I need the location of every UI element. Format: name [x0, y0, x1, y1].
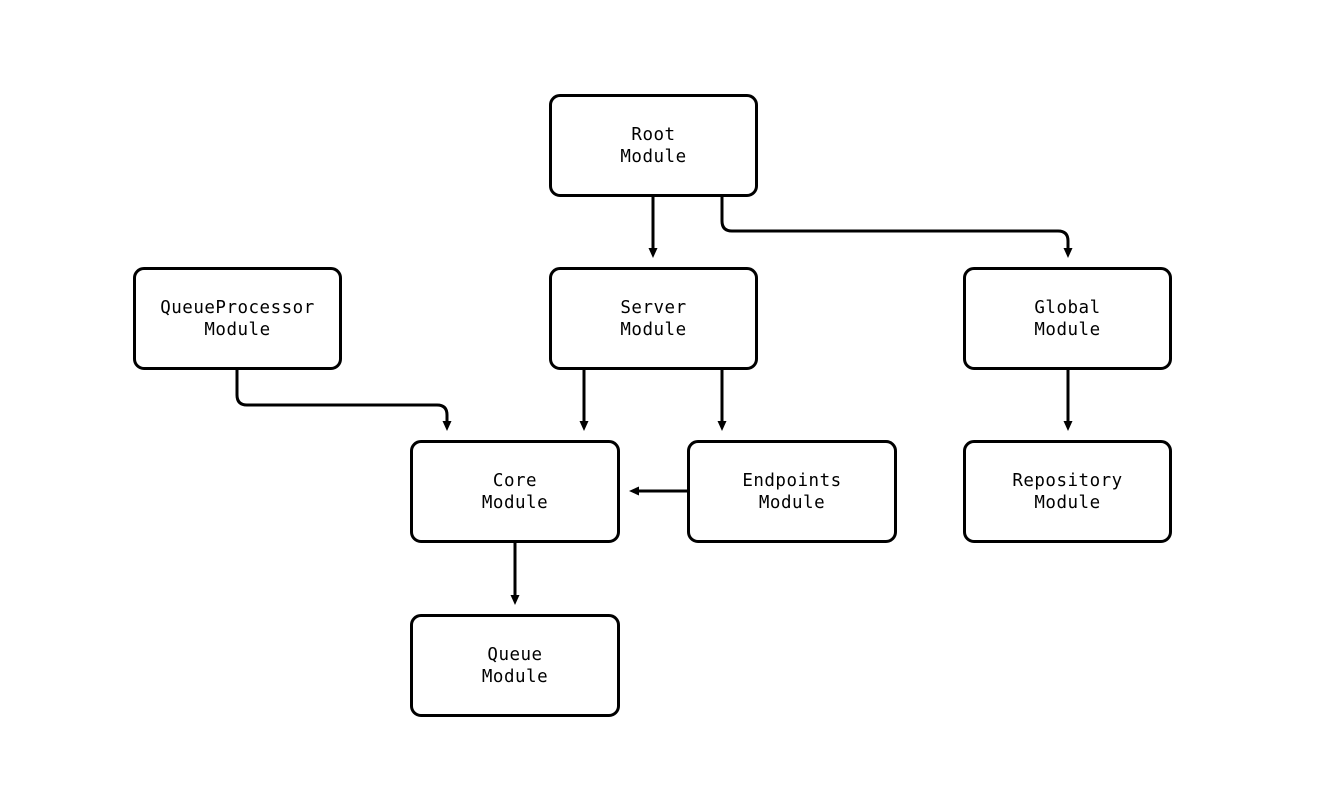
node-queue-module-line1: Queue: [487, 644, 543, 665]
node-endpoints-module-line1: Endpoints: [742, 470, 842, 491]
edge-queueprocessor-to-core: [235, 370, 452, 431]
node-repository-module-line1: Repository: [1012, 470, 1123, 491]
node-server-module-line1: Server: [620, 297, 687, 318]
edge-root-to-global: [720, 197, 1073, 258]
node-queueprocessor-module-line2: Module: [204, 319, 271, 340]
node-root-module-line1: Root: [631, 124, 676, 145]
node-server-module[interactable]: Server Module: [549, 267, 758, 370]
node-global-module-line2: Module: [1034, 319, 1101, 340]
node-endpoints-module-line2: Module: [758, 492, 826, 513]
node-repository-module[interactable]: Repository Module: [963, 440, 1172, 543]
node-queueprocessor-module-line1: QueueProcessor: [160, 297, 315, 318]
node-repository-module-line2: Module: [1034, 492, 1101, 513]
node-core-module[interactable]: Core Module: [410, 440, 620, 543]
node-queueprocessor-module[interactable]: QueueProcessor Module: [133, 267, 342, 370]
node-queue-module[interactable]: Queue Module: [410, 614, 620, 717]
node-root-module-line2: Module: [620, 146, 687, 167]
node-global-module[interactable]: Global Module: [963, 267, 1172, 370]
node-core-module-line1: Core: [492, 470, 538, 491]
node-root-module[interactable]: Root Module: [549, 94, 758, 197]
node-endpoints-module[interactable]: Endpoints Module: [687, 440, 897, 543]
node-global-module-line1: Global: [1034, 297, 1101, 318]
node-server-module-line2: Module: [620, 319, 687, 340]
node-queue-module-line2: Module: [481, 666, 549, 687]
node-core-module-line2: Module: [481, 492, 549, 513]
